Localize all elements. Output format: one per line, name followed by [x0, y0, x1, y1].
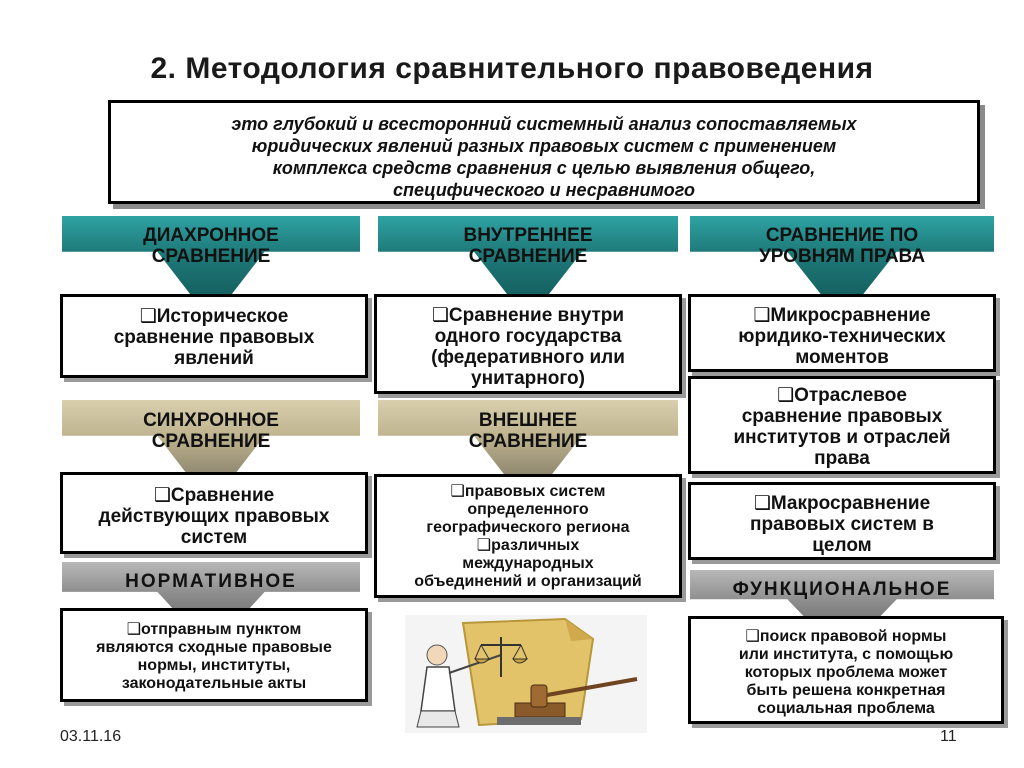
definition-line: это глубокий и всесторонний системный ан… [231, 114, 857, 134]
definition-line: юридических явлений разных правовых сист… [251, 136, 837, 156]
justice-scales-gavel-icon [405, 615, 647, 733]
functional-title: ФУНКЦИОНАЛЬНОЕ [732, 579, 952, 600]
slide-date: 03.11.16 [60, 728, 122, 745]
slide-number: 11 [940, 728, 957, 745]
definition-line: специфического и несравнимого [393, 180, 695, 200]
definition-line: комплекса средств сравнения с целью выяв… [272, 158, 816, 178]
definition-box: это глубокий и всесторонний системный ан… [108, 100, 980, 204]
normative-title: НОРМАТИВНОЕ [125, 571, 297, 592]
slide-title: 2. Методология сравнительного правоведен… [150, 52, 874, 85]
